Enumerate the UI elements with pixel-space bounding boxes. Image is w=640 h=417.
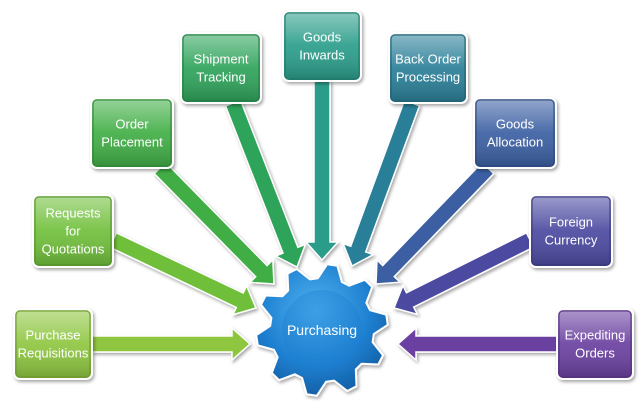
arrow-back-order-processing [341,99,421,268]
node-label-goods-allocation-line-0: Goods [496,117,535,132]
arrow-expediting-orders [396,326,558,362]
node-label-back-order-processing-line-0: Back Order [395,52,461,67]
node-label-expediting-orders-line-0: Expediting [565,328,626,343]
node-inner-border-order-placement [92,99,172,167]
node-inner-border-foreign-currency [531,196,611,266]
node-gloss-expediting-orders [558,310,632,378]
node-label-shipment-tracking-line-1: Tracking [196,70,245,85]
arrow-requests-for-quotations [108,231,258,316]
node-inner-border-back-order-processing [390,34,466,102]
arrow-foreign-currency [392,231,535,316]
node-label-order-placement-line-0: Order [115,117,149,132]
center-gear-hub [282,290,362,370]
center-label: Purchasing [287,322,357,338]
node-gloss-goods-allocation [475,99,555,167]
node-gloss-requests-for-quotations [34,196,112,266]
center-gear [255,263,389,397]
node-inner-border-requests-for-quotations [34,196,112,266]
node-inner-border-purchase-requisitions [15,310,91,378]
node-label-requests-for-quotations-line-2: Quotations [42,242,105,257]
arrow-goods-inwards [304,80,340,262]
node-label-goods-allocation-line-1: Allocation [487,135,543,150]
arrow-goods-allocation [375,161,495,285]
arrow-order-placement [153,161,275,285]
arrow-purchase-requisitions [91,326,252,362]
node-gloss-purchase-requisitions [15,310,91,378]
node-gloss-back-order-processing [390,34,466,102]
node-label-purchase-requisitions-line-0: Purchase [26,328,81,343]
node-label-expediting-orders-line-1: Orders [575,346,615,361]
node-label-shipment-tracking-line-0: Shipment [194,52,249,67]
node-inner-border-shipment-tracking [182,34,260,102]
node-label-purchase-requisitions-line-1: Requisitions [18,346,89,361]
node-label-foreign-currency-line-0: Foreign [549,215,593,230]
node-label-goods-inwards-line-1: Inwards [299,48,345,63]
arrow-shipment-tracking [224,99,307,269]
node-label-back-order-processing-line-1: Processing [396,70,460,85]
node-gloss-foreign-currency [531,196,611,266]
node-inner-border-expediting-orders [558,310,632,378]
node-label-requests-for-quotations-line-1: for [65,224,81,239]
node-label-order-placement-line-1: Placement [101,135,163,150]
node-gloss-order-placement [92,99,172,167]
node-gloss-shipment-tracking [182,34,260,102]
node-inner-border-goods-allocation [475,99,555,167]
node-label-goods-inwards-line-0: Goods [303,30,342,45]
node-inner-border-goods-inwards [284,12,360,80]
node-label-requests-for-quotations-line-0: Requests [46,206,101,221]
node-gloss-goods-inwards [284,12,360,80]
node-label-foreign-currency-line-1: Currency [545,233,598,248]
